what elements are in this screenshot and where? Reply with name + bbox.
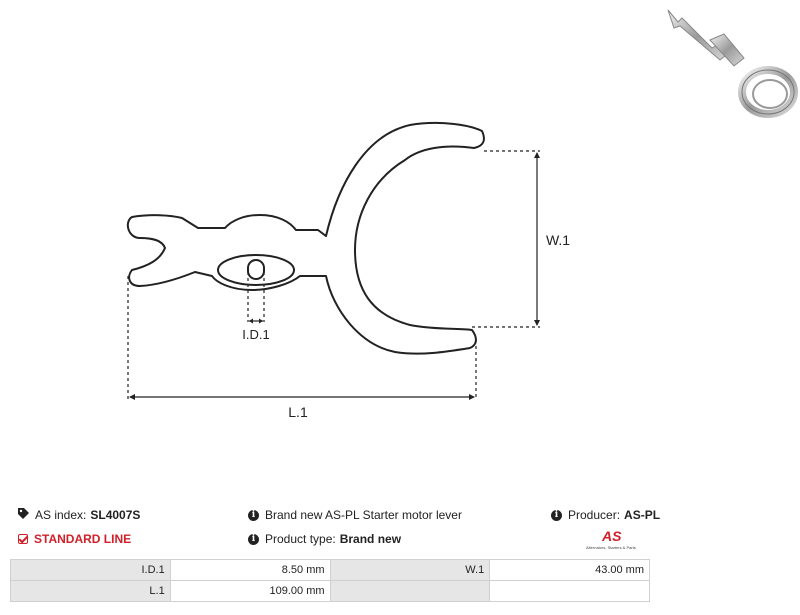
dimension-w <box>472 150 540 328</box>
producer-label: Producer: <box>568 508 621 522</box>
dimension-id <box>247 272 265 322</box>
spec-label <box>329 580 491 602</box>
lever-pin <box>247 259 265 280</box>
product-type-row: i Product type: Brand new <box>248 532 401 546</box>
technical-drawing: I.D.1 W.1 L.1 <box>126 122 570 420</box>
spec-label: I.D.1 <box>10 559 171 581</box>
logo-tagline: Alternators, Starters & Parts <box>586 545 636 550</box>
table-row: I.D.1 8.50 mm W.1 43.00 mm <box>10 559 650 581</box>
as-index-label: AS index: <box>35 508 87 522</box>
spec-label: L.1 <box>10 580 171 602</box>
producer-row: i Producer: AS-PL <box>551 508 660 522</box>
spec-value: 109.00 mm <box>169 580 331 602</box>
as-index-value: SL4007S <box>90 508 141 522</box>
description-row: i Brand new AS-PL Starter motor lever <box>248 508 462 522</box>
as-index-row: AS index: SL4007S <box>18 508 140 522</box>
spec-label: W.1 <box>329 559 491 581</box>
spec-value: 43.00 mm <box>489 559 650 581</box>
tag-icon <box>18 508 29 522</box>
product-type-label: Product type: <box>265 532 336 546</box>
dimension-w-label: W.1 <box>546 232 570 248</box>
spec-value <box>489 580 650 602</box>
producer-value: AS-PL <box>624 508 661 522</box>
description-text: Brand new AS-PL Starter motor lever <box>265 508 462 522</box>
spec-value: 8.50 mm <box>169 559 331 581</box>
product-photo <box>667 9 798 118</box>
table-row: L.1 109.00 mm <box>10 580 650 602</box>
lever-outline <box>126 122 485 355</box>
lever-eye <box>217 254 295 286</box>
info-icon: i <box>551 509 562 521</box>
producer-logo: AS Alternators, Starters & Parts <box>578 528 652 552</box>
info-icon: i <box>248 509 259 521</box>
logo-mark: AS <box>602 528 622 544</box>
info-icon: i <box>248 533 259 545</box>
standard-line-row: STANDARD LINE <box>18 532 131 546</box>
standard-line-label: STANDARD LINE <box>34 532 132 546</box>
spec-table: I.D.1 8.50 mm W.1 43.00 mm L.1 109.00 mm <box>10 559 650 602</box>
check-icon <box>18 534 28 544</box>
dimension-id-label: I.D.1 <box>242 327 269 342</box>
product-type-value: Brand new <box>339 532 402 546</box>
dimension-l <box>127 276 477 400</box>
dimension-l-label: L.1 <box>288 404 308 420</box>
